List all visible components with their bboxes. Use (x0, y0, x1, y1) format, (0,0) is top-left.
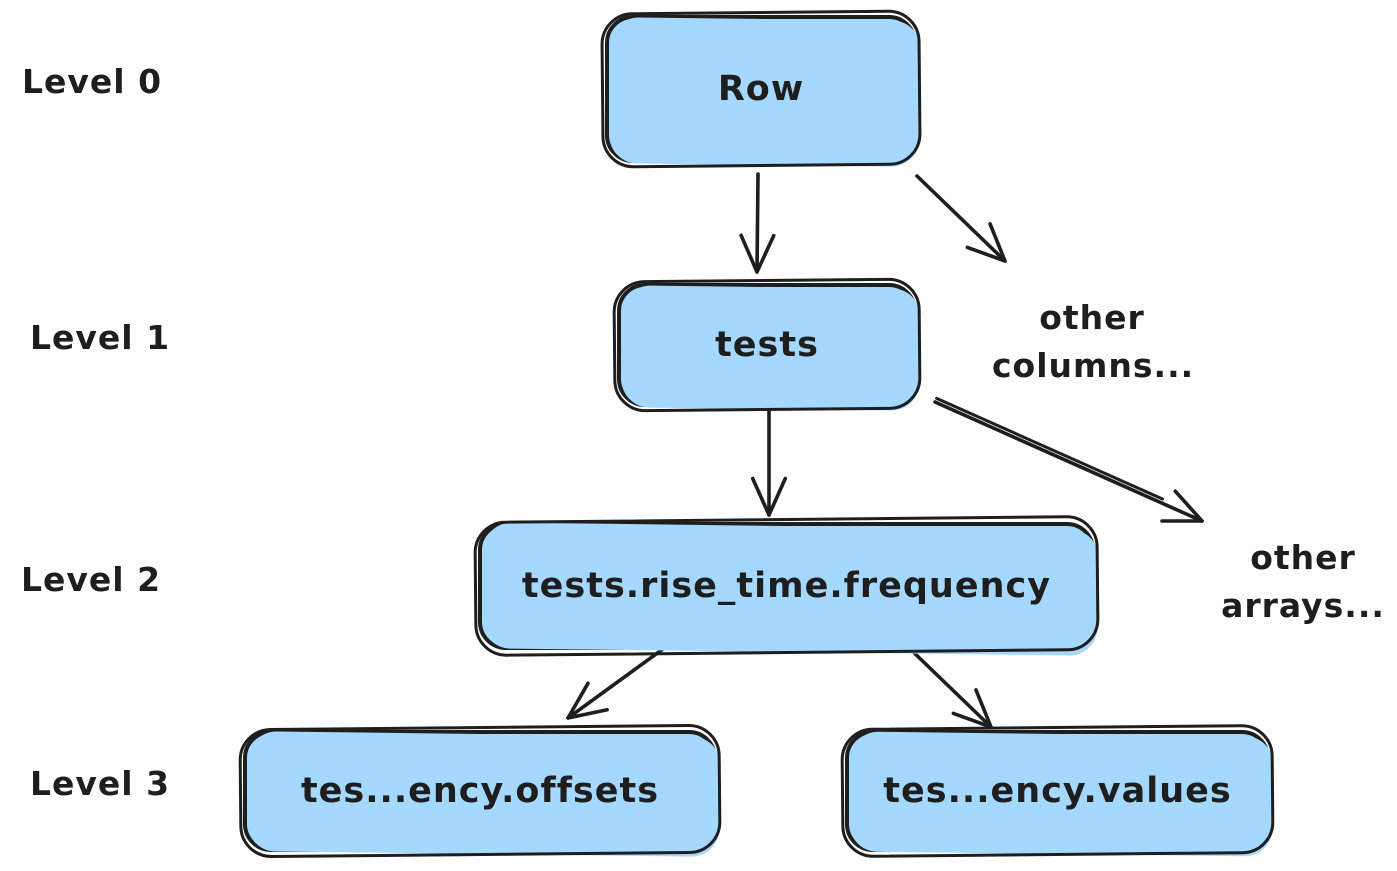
node-values-label: tes...ency.values (883, 771, 1232, 811)
node-offsets-label: tes...ency.offsets (300, 771, 660, 811)
level-1-label: Level 1 (30, 318, 171, 357)
edge-frequency-offsets-head (566, 681, 609, 720)
edge-tests-other-arrays (935, 396, 1165, 501)
edge-frequency-values (904, 643, 993, 729)
node-row: Row (605, 15, 917, 163)
annotation-other-columns: other columns... (992, 294, 1195, 390)
annotation-other-arrays-line2: arrays... (1221, 585, 1385, 625)
level-2-label: Level 2 (21, 560, 162, 599)
level-3-label: Level 3 (30, 764, 171, 803)
node-frequency-label: tests.rise_time.frequency (521, 566, 1052, 606)
node-values: tes...ency.values (845, 730, 1270, 852)
edge-row-other-columns-head (965, 222, 1007, 263)
node-row-label: Row (717, 69, 805, 109)
edge-tests-other-arrays (933, 400, 1204, 523)
node-tests-label: tests (715, 325, 819, 365)
node-offsets: tes...ency.offsets (243, 730, 717, 852)
node-tests: tests (617, 283, 917, 407)
edge-tests-other-arrays-head (1160, 489, 1204, 523)
edge-frequency-offsets (566, 647, 665, 720)
edge-row-other-columns (915, 174, 1007, 263)
level-0-label: Level 0 (22, 62, 163, 101)
annotation-other-arrays-line1: other (1250, 538, 1356, 577)
edge-row-tests-head (739, 233, 776, 274)
edge-row-tests (755, 172, 760, 274)
edge-tests-frequency-head (750, 476, 788, 517)
annotation-other-columns-line2: columns... (992, 345, 1195, 385)
node-frequency: tests.rise_time.frequency (478, 522, 1095, 650)
annotation-other-arrays: other arrays... (1203, 534, 1397, 630)
edge-frequency-values-head (951, 688, 993, 729)
annotation-other-columns-line1: other (1039, 298, 1145, 337)
